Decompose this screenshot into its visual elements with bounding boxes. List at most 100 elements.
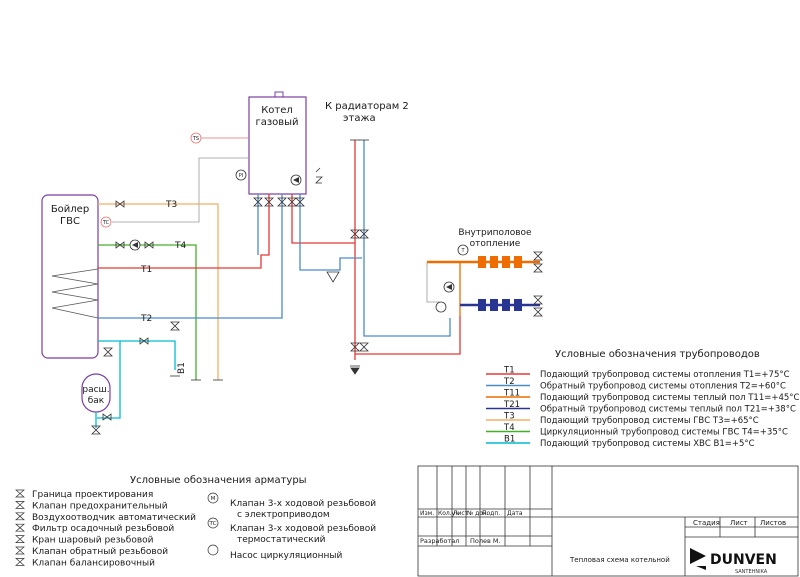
fittings-legend-text: Воздухоотводчик автоматический bbox=[32, 513, 196, 523]
underfloor-heating: Внутриполовое отопление T bbox=[426, 228, 543, 317]
tb-column-header: Изм. bbox=[420, 510, 434, 517]
fitting-symbol-icon bbox=[15, 501, 25, 509]
fittings-legend-item: Граница проектирования bbox=[15, 489, 153, 500]
pipe-t3-label: T3 bbox=[165, 200, 177, 210]
tb-column-header: № док. bbox=[467, 510, 489, 517]
fittings-legend-item: Насос циркуляционный bbox=[207, 544, 343, 561]
fitting-symbol-letter: TC bbox=[209, 521, 217, 527]
fittings-legend-text: Клапан балансировочный bbox=[32, 558, 155, 568]
fittings-legend-text: Фильтр осадочный резьбовой bbox=[32, 524, 174, 534]
fittings-legend-text-line2: термостатический bbox=[237, 535, 326, 545]
fittings-legend-item: Фильтр осадочный резьбовой bbox=[15, 523, 174, 534]
tb-stage-header: Стадия bbox=[693, 519, 720, 527]
fitting-symbol-icon bbox=[207, 492, 219, 504]
pipe-t2-label: T2 bbox=[140, 314, 152, 324]
three-way-valve-icon bbox=[326, 271, 340, 283]
brand-sub: SANTEHNIKA bbox=[735, 569, 768, 575]
fittings-legend-item: Воздухоотводчик автоматический bbox=[15, 512, 196, 523]
expansion-tank: расш. бак bbox=[81, 373, 111, 428]
pipes-legend-code: T2 bbox=[503, 377, 515, 387]
fittings-legend-text: Клапан предохранительный bbox=[32, 501, 168, 511]
tb-column-header: Лист bbox=[453, 510, 469, 517]
pipe-b1-label: B1 bbox=[177, 362, 187, 374]
sensor-tc-label: TC bbox=[102, 220, 110, 226]
tb-sheets-header: Листов bbox=[760, 519, 786, 527]
fittings-legend-item: TC Клапан 3-х ходовой резьбовойтермостати… bbox=[207, 517, 376, 545]
fitting-symbol-icon bbox=[15, 512, 25, 521]
fittings-legend-item: Клапан предохранительный bbox=[15, 501, 168, 511]
fittings-legend-title: Условные обозначения арматуры bbox=[130, 475, 307, 486]
inner-label-line1: Внутриполовое bbox=[458, 228, 532, 238]
pipes-legend-text: Обратный трубопровод системы теплый пол … bbox=[540, 405, 796, 415]
tb-drawing-title: Тепловая схема котельной bbox=[569, 556, 670, 564]
pipes-legend-code: T1 bbox=[503, 366, 515, 376]
pipe-t1-label: T1 bbox=[140, 265, 152, 275]
tb-row-label: Разработал bbox=[420, 537, 459, 545]
ball-valves bbox=[91, 197, 369, 435]
sensor-ts-label: TS bbox=[192, 136, 199, 142]
underfloor-tc-valve-icon bbox=[435, 301, 447, 313]
tank-label-line2: бак bbox=[88, 396, 105, 406]
dhw-label-line1: Бойлер bbox=[51, 204, 89, 215]
pipes-legend-code: T11 bbox=[503, 389, 520, 399]
tank-label-line1: расш. bbox=[82, 385, 109, 395]
fitting-symbol-icon bbox=[15, 535, 25, 543]
fittings-legend-text: Граница проектирования bbox=[32, 490, 153, 500]
radiators-label-line2: этажа bbox=[343, 113, 376, 124]
inner-label-line2: отопление bbox=[470, 239, 521, 249]
fittings-legend-text-line2: с электроприводом bbox=[237, 510, 330, 520]
fitting-symbol-icon bbox=[207, 544, 219, 556]
fitting-symbol-icon bbox=[207, 517, 219, 529]
fittings-legend: Условные обозначения арматуры Граница пр… bbox=[15, 475, 376, 568]
underfloor-thermo-sensor-icon bbox=[457, 244, 469, 256]
pipes-legend-text: Циркуляционный трубопровод системы ГВС T… bbox=[540, 428, 788, 438]
pipes-legend-title: Условные обозначения трубопроводов bbox=[555, 349, 760, 360]
pipes-legend-text: Подающий трубопровод системы ГВС T3=+65°… bbox=[540, 416, 759, 426]
pipe-t4-label: T4 bbox=[174, 241, 186, 251]
tb-column-header: Дата bbox=[507, 510, 523, 517]
pipes-legend-code: B1 bbox=[504, 435, 515, 445]
fittings-legend-text: Клапан 3-х ходовой резьбовой bbox=[230, 499, 376, 509]
pipes-legend-text: Подающий трубопровод системы отопления T… bbox=[540, 370, 790, 380]
fitting-symbol-icon bbox=[15, 523, 25, 532]
boiler-pump-icon bbox=[290, 174, 302, 186]
fitting-symbol-letter: M bbox=[211, 496, 216, 502]
tb-sheet-header: Лист bbox=[730, 519, 748, 527]
fitting-symbol-icon bbox=[15, 546, 25, 555]
dhw-label-line2: ГВС bbox=[60, 216, 80, 227]
fittings-legend-item: Клапан балансировочный bbox=[15, 558, 155, 568]
radiators-label-line1: К радиаторам 2 bbox=[325, 101, 409, 112]
fittings-legend-item: Клапан обратный резьбовой bbox=[15, 546, 168, 557]
pipe-t1: T1 bbox=[98, 140, 461, 360]
project-boundary-markers bbox=[170, 139, 369, 381]
pipe-b1: B1 bbox=[97, 340, 187, 419]
brand-name: DUNVEN bbox=[710, 552, 777, 568]
sensor-t-label: T bbox=[460, 248, 465, 254]
fitting-symbol-icon bbox=[15, 558, 25, 566]
fittings-legend-item: Кран шаровый резьбовой bbox=[15, 535, 154, 546]
fittings-legend-text: Насос циркуляционный bbox=[230, 551, 343, 561]
pipe-t3: T3 bbox=[98, 200, 219, 380]
pipes-legend-row: T1 Подающий трубопровод системы отопления… bbox=[486, 366, 790, 380]
pipes-legend-code: T4 bbox=[503, 423, 515, 433]
tc-sensor-icon bbox=[100, 216, 112, 228]
pipes-legend-text: Обратный трубопровод системы отопления T… bbox=[540, 382, 786, 392]
boiler-label-line1: Котел bbox=[261, 105, 293, 116]
gas-boiler: Котел газовый PI bbox=[235, 91, 323, 195]
boiler-label-line2: газовый bbox=[255, 117, 298, 128]
pipe-t2: T2 bbox=[98, 140, 451, 337]
fitting-symbol-icon bbox=[15, 489, 25, 498]
sensor-pi-label: PI bbox=[239, 173, 244, 179]
pipes-legend-text: Подающий трубопровод системы ХВС B1=+5°C bbox=[540, 439, 755, 449]
tb-column-header: Кол.уч bbox=[438, 510, 459, 517]
tb-developer: Полев М. bbox=[470, 537, 501, 545]
fittings-legend-text: Клапан обратный резьбовой bbox=[32, 547, 168, 557]
pipes-legend-row: B1 Подающий трубопровод системы ХВС B1=+5… bbox=[486, 435, 755, 449]
title-block bbox=[417, 465, 799, 577]
fittings-legend-text: Клапан 3-х ходовой резьбовой bbox=[230, 524, 376, 534]
